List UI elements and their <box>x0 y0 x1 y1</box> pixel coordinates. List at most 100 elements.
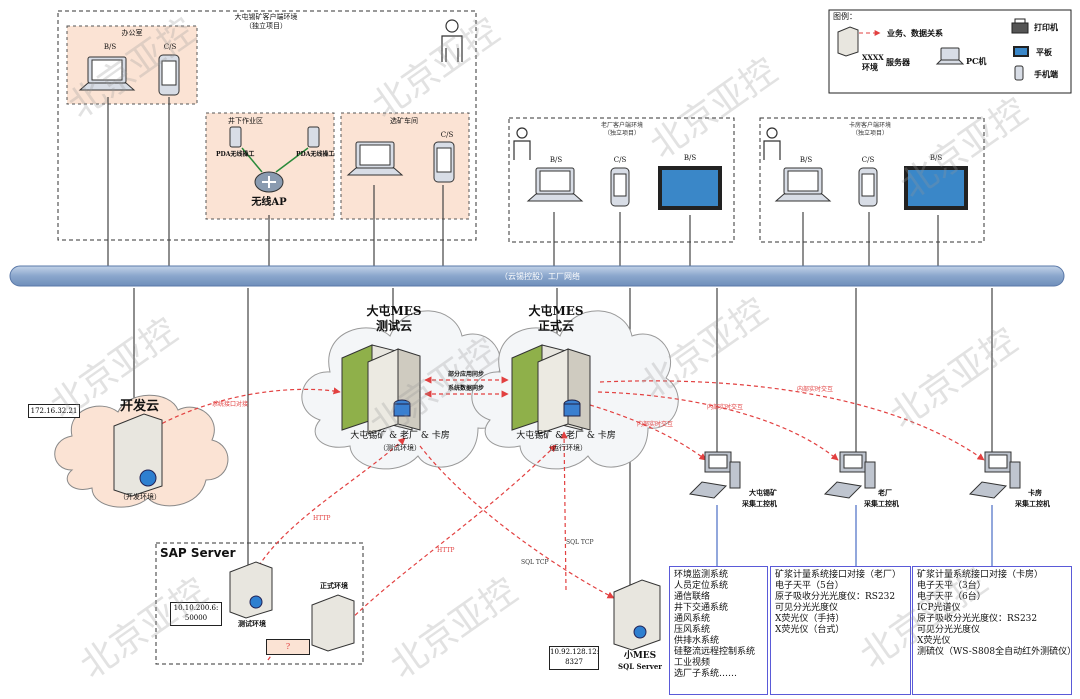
system-list-item: 原子吸收分光光度仪：RS232 <box>917 614 1038 624</box>
datun-zone-title: 大屯锡矿客户端环境 <box>234 13 298 21</box>
system-list-item: X荧光仪 <box>917 636 951 646</box>
dev-cloud-env: （开发环境） <box>119 493 161 501</box>
phone-icon <box>433 141 455 183</box>
server-icon <box>837 26 859 57</box>
factory-network-bus <box>9 265 1065 287</box>
underground-title: 井下作业区 <box>228 117 263 125</box>
sap-unknown-box: ? <box>266 639 310 655</box>
legend-server: 服务器 <box>886 57 910 67</box>
network-label: （云锡控股）工厂网络 <box>500 272 580 281</box>
station-datun-name: 大屯锡矿 <box>749 488 777 497</box>
pda-label-2: PDA无线操工 <box>296 151 335 158</box>
workstation-icon <box>688 451 741 499</box>
station-datun-sub: 采集工控机 <box>742 499 777 508</box>
dev-link-label: 系统接口对接 <box>212 401 249 408</box>
monitor-icon <box>658 166 722 210</box>
server-icon <box>613 579 661 651</box>
system-list-item: 压风系统 <box>674 625 711 635</box>
legend-title: 图例： <box>833 12 857 21</box>
system-list-item: ICP光谱仪 <box>917 603 961 613</box>
kafang-sub: （独立项目） <box>851 130 889 137</box>
station-old-name: 老厂 <box>878 488 892 497</box>
prod-cloud-title2: 正式云 <box>537 319 575 333</box>
legend-tablet: 平板 <box>1036 47 1052 57</box>
test-cloud-caption: 大屯锡矿 & 老厂 & 卡房 <box>350 431 450 441</box>
laptop-icon <box>78 56 136 91</box>
zone-datun <box>57 10 477 241</box>
small-mes-sub: SQL Server <box>618 662 662 671</box>
system-list-kafang: 矿浆计量系统接口对接（卡房）电子天平（3台）电子天平（6台）ICP光谱仪原子吸收… <box>912 566 1072 695</box>
datun-zone-sub: （独立项目） <box>245 22 287 30</box>
pda-label-1: PDA无线操工 <box>216 151 255 158</box>
person-icon <box>513 127 531 160</box>
test-cloud-title2: 测试云 <box>375 319 413 333</box>
pda-icon <box>229 126 320 148</box>
old-plant-bs1: B/S <box>549 156 563 164</box>
system-list-item: X荧光仪（手持） <box>775 614 845 624</box>
laptop-icon <box>935 47 965 65</box>
sqltcp-label-1: SQL TCP <box>521 559 549 566</box>
prod-cloud-title1: 大屯MES <box>528 304 584 318</box>
sap-title: SAP Server <box>160 546 236 560</box>
station-old-sub: 采集工控机 <box>864 499 899 508</box>
intranet-label-3: 内部实时交互 <box>797 386 834 393</box>
sap-test-env: 测试环境 <box>238 619 266 628</box>
legend-pc: PC机 <box>966 56 987 66</box>
tablet-icon <box>1013 46 1029 57</box>
system-list-datun: 环境监测系统人员定位系统通信联络井下交通系统通风系统压风系统供排水系统硅整流远程… <box>669 566 768 695</box>
server-icon <box>113 413 163 497</box>
system-list-item: 井下交通系统 <box>674 603 729 613</box>
kafang-cs: C/S <box>861 156 875 164</box>
workstation-icon <box>968 451 1021 499</box>
mill-title: 选矿车间 <box>390 117 418 125</box>
sync-label-top: 部分应用同步 <box>447 371 485 378</box>
laptop-icon <box>774 167 832 202</box>
test-cloud-env: （测试环境） <box>379 444 421 452</box>
monitor-icon <box>904 166 968 210</box>
phone-icon <box>158 54 180 96</box>
phone-icon <box>610 167 630 207</box>
old-plant-cs: C/S <box>613 156 627 164</box>
system-list-item: 电子天平（3台） <box>917 581 986 591</box>
system-list-item: X荧光仪（台式） <box>775 625 845 635</box>
workstation-icon <box>823 451 876 499</box>
laptop-icon <box>346 141 404 176</box>
system-list-item: 原子吸收分光光度仪：RS232 <box>775 592 896 602</box>
wireless-ap-label: 无线AP <box>251 197 287 208</box>
system-list-item: 通信联络 <box>674 592 711 602</box>
http-label-2: HTTP <box>437 547 455 554</box>
system-list-item: 工业视频 <box>674 658 711 668</box>
printer-icon <box>1011 18 1029 34</box>
phone-icon <box>1014 65 1024 81</box>
sync-label-bottom: 系统数据同步 <box>447 385 485 392</box>
http-label-1: HTTP <box>313 515 331 522</box>
legend-phone: 手机端 <box>1034 69 1058 79</box>
system-list-item: 测硫仪（WS-S808全自动红外测硫仪） <box>917 647 1072 657</box>
station-kafang-name: 卡房 <box>1028 488 1042 497</box>
office-cs: C/S <box>163 43 177 51</box>
intranet-label-2: 内部实时交互 <box>707 404 744 411</box>
system-list-item: 硅整流远程控制系统 <box>674 647 756 657</box>
test-cloud-title1: 大屯MES <box>366 304 422 318</box>
system-list-item: 电子天平（5台） <box>775 581 844 591</box>
dev-cloud-title: 开发云 <box>120 399 160 414</box>
server-icon <box>341 344 421 435</box>
small-mes-ip-box: 10.92.128.12: 8327 <box>549 646 599 670</box>
legend-server-box: XXXX <box>862 53 884 62</box>
system-list-item: 矿浆计量系统接口对接（老厂） <box>775 570 902 580</box>
small-mes-title: 小MES <box>623 651 657 661</box>
old-plant-bs2: B/S <box>683 154 697 162</box>
wireless-ap-icon <box>241 147 309 193</box>
mill-cs: C/S <box>440 131 454 139</box>
sqltcp-label-2: SQL TCP <box>566 539 594 546</box>
office-bs: B/S <box>103 43 117 51</box>
intranet-label-1: 内部实时交互 <box>637 421 674 428</box>
system-list-item: 可见分光光度仪 <box>775 603 839 613</box>
system-list-item: 选厂子系统…… <box>674 669 738 679</box>
system-list-item: 通风系统 <box>674 614 711 624</box>
prod-cloud-env: （运行环境） <box>545 444 587 452</box>
system-list-item: 可见分光光度仪 <box>917 625 981 635</box>
